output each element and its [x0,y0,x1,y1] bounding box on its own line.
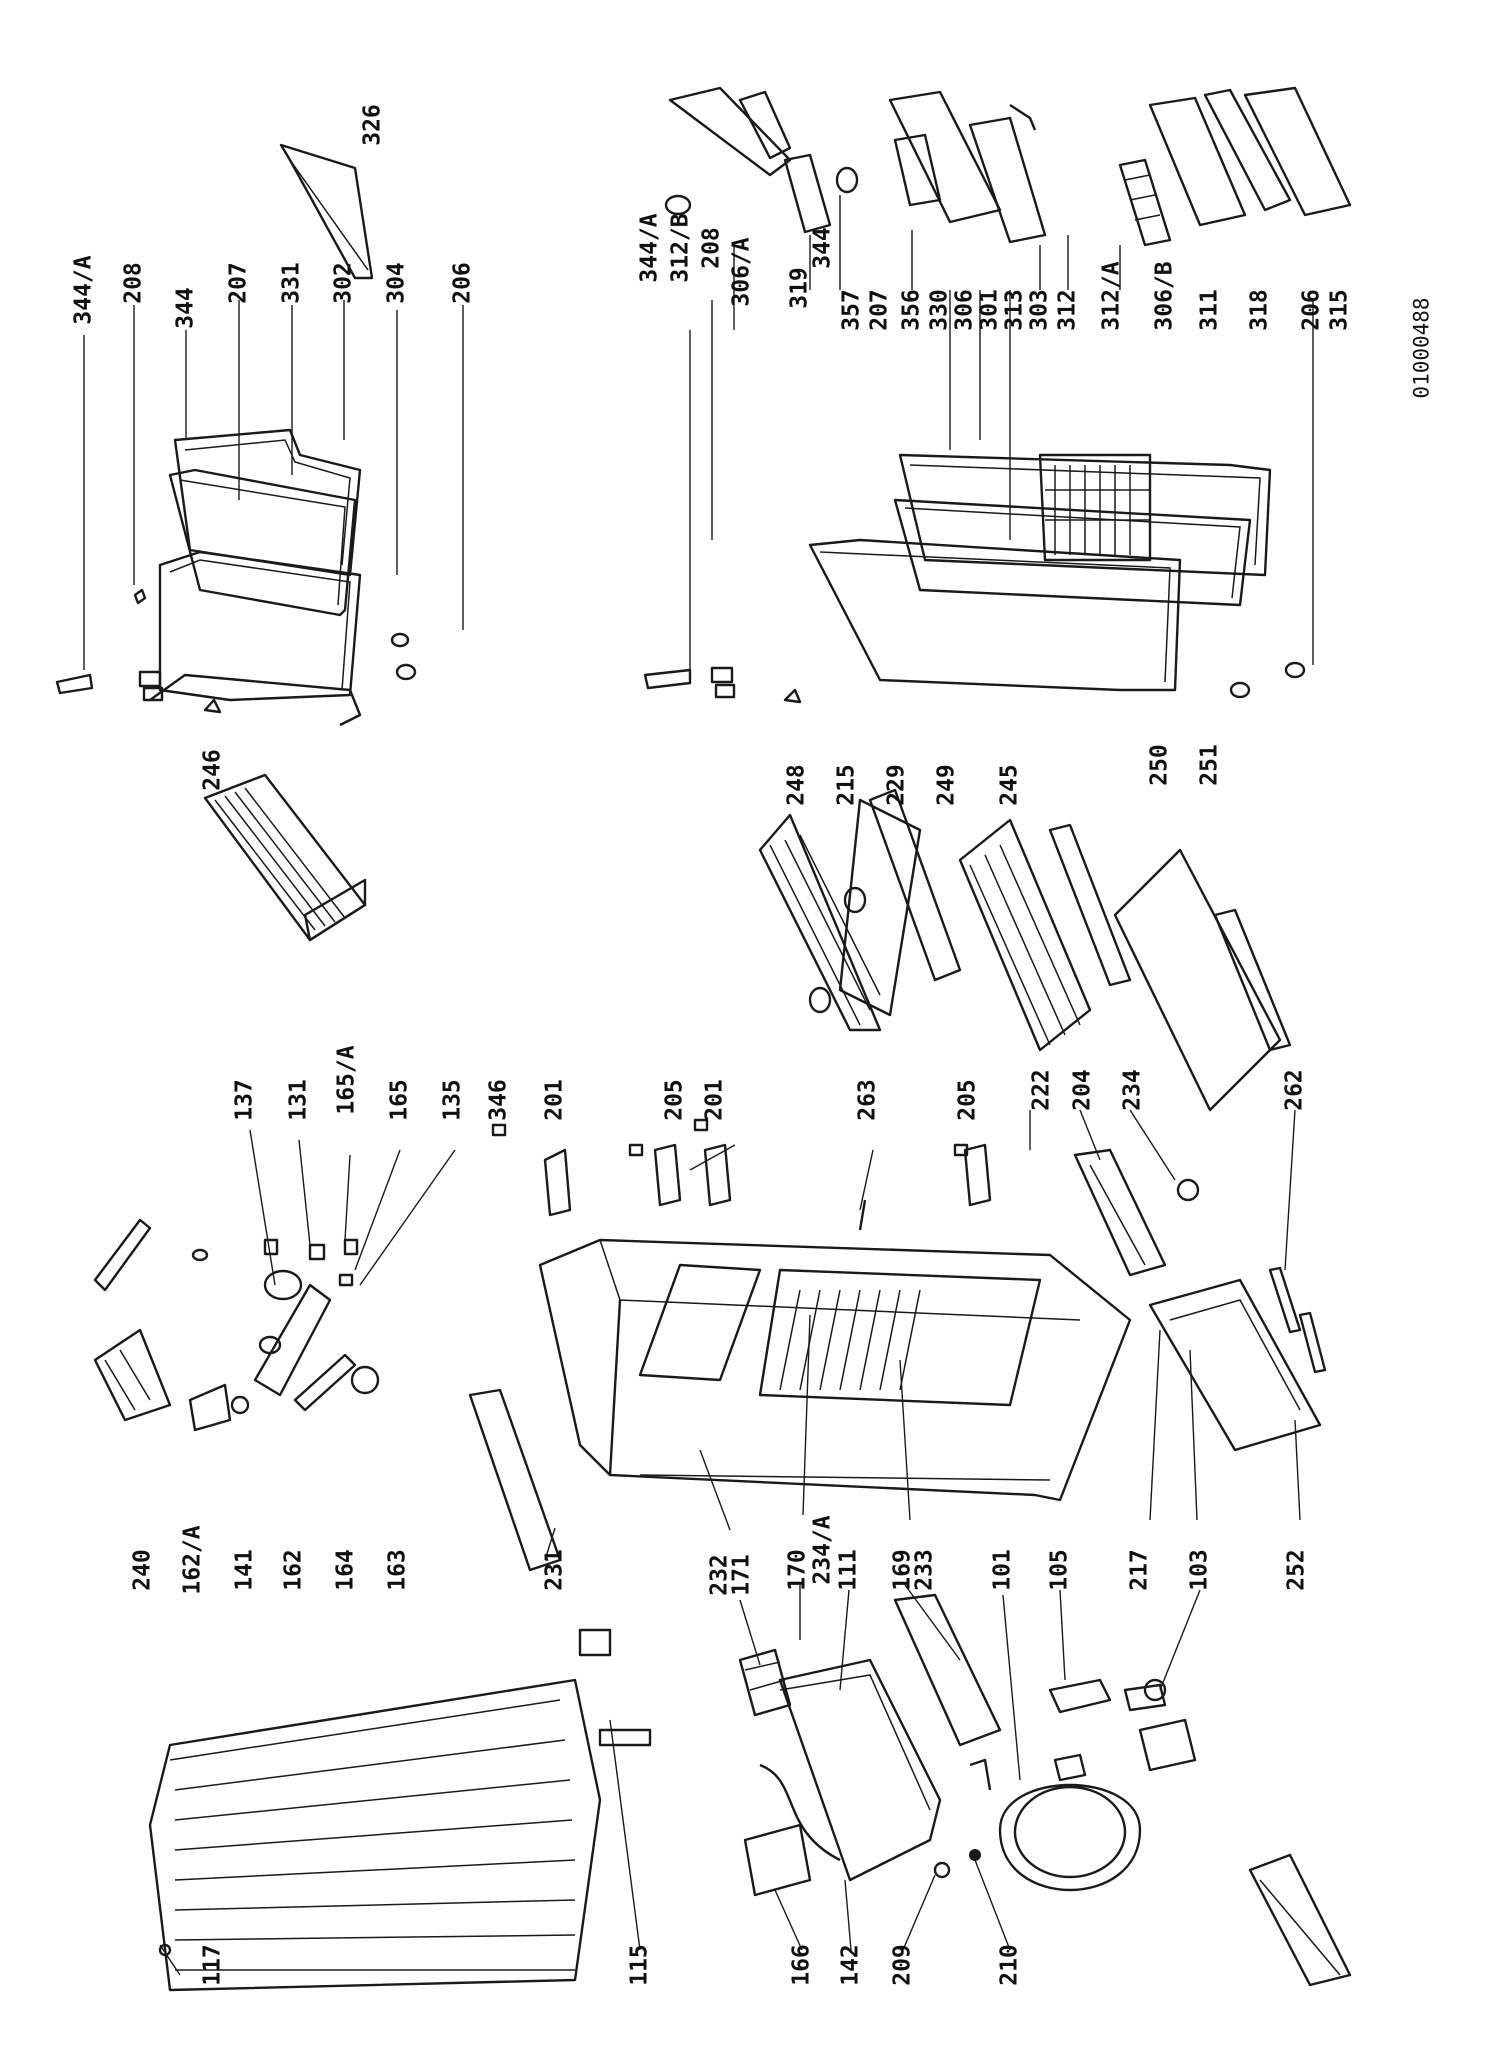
label-165: 165 [386,1079,413,1121]
label-208-right: 208 [698,227,725,269]
label-331: 331 [278,262,305,304]
label-344-right: 344 [809,227,836,269]
label-162: 162 [280,1549,307,1591]
label-162a: 162/A [179,1525,206,1595]
label-262: 262 [1281,1069,1308,1111]
label-137: 137 [231,1079,258,1121]
label-245: 245 [996,764,1023,806]
fridge-door-assembly [808,453,1272,692]
label-117: 117 [199,1944,226,1986]
label-222: 222 [1028,1069,1055,1111]
label-344-top: 344 [172,287,199,329]
label-205-a: 205 [661,1079,688,1121]
label-229: 229 [883,764,910,806]
label-233: 233 [911,1549,938,1591]
label-206-right: 206 [1298,289,1325,331]
thermostat-and-light-parts [93,1218,380,1432]
label-263: 263 [854,1079,881,1121]
wire-shelves-and-glass [758,788,1292,1112]
label-240: 240 [129,1549,156,1591]
label-326: 326 [359,104,386,146]
label-105: 105 [1046,1549,1073,1591]
label-210: 210 [996,1944,1023,1986]
label-248: 248 [783,764,810,806]
label-246: 246 [199,749,226,791]
label-304: 304 [383,262,410,304]
label-315: 315 [1326,289,1353,331]
label-201-a: 201 [541,1079,568,1121]
label-312b: 312/B [667,213,694,283]
label-306a: 306/A [728,237,755,307]
label-312: 312 [1054,289,1081,331]
label-234: 234 [1119,1069,1146,1111]
label-250: 250 [1146,744,1173,786]
label-330: 330 [926,289,953,331]
label-163: 163 [384,1549,411,1591]
label-312a: 312/A [1098,261,1125,331]
label-313: 313 [1001,289,1028,331]
label-251: 251 [1196,744,1223,786]
label-201-b: 201 [701,1079,728,1121]
label-171: 171 [728,1554,755,1596]
label-165a: 165/A [333,1045,360,1115]
label-356: 356 [898,289,925,331]
label-103: 103 [1186,1549,1213,1591]
label-141: 141 [231,1549,258,1591]
label-164: 164 [332,1549,359,1591]
label-209: 209 [889,1944,916,1986]
refrigerator-cabinet [468,1238,1132,1572]
label-306b: 306/B [1151,261,1178,331]
fridge-door-shelves [643,86,1352,704]
condenser-coil [148,1628,652,1992]
label-217: 217 [1126,1549,1153,1591]
label-357: 357 [838,289,865,331]
label-252: 252 [1283,1549,1310,1591]
label-318: 318 [1246,289,1273,331]
leader-lines [83,195,1314,1976]
label-303: 303 [1026,289,1053,331]
cabinet-hinges-and-fittings [491,1118,1327,1374]
label-311: 311 [1196,289,1223,331]
label-302: 302 [330,262,357,304]
door-hinge-small-parts-top [55,143,417,714]
document-number: 01000488 [1409,297,1434,399]
label-205-b: 205 [954,1079,981,1121]
label-344a-top: 344/A [70,255,97,325]
ice-cube-drawer-top [203,773,367,942]
crisper-drawer [1148,1278,1322,1452]
label-249: 249 [933,764,960,806]
label-207-right: 207 [866,289,893,331]
label-207-top: 207 [225,262,252,304]
label-115: 115 [626,1944,653,1986]
label-215: 215 [833,764,860,806]
label-142: 142 [837,1944,864,1986]
label-204: 204 [1069,1069,1096,1111]
label-319: 319 [786,267,813,309]
label-170: 170 [784,1549,811,1591]
label-135: 135 [439,1079,466,1121]
label-346: 346 [485,1079,512,1121]
label-111: 111 [835,1549,862,1591]
compressor-assembly [738,1593,1352,1987]
label-231: 231 [541,1549,568,1591]
label-301: 301 [976,289,1003,331]
label-206-top: 206 [449,262,476,304]
label-101: 101 [989,1549,1016,1591]
label-306: 306 [951,289,978,331]
label-344a-right: 344/A [636,213,663,283]
label-208-top: 208 [120,262,147,304]
label-234a: 234/A [809,1515,836,1585]
label-166: 166 [788,1944,815,1986]
label-131: 131 [285,1079,312,1121]
freezer-door-assembly [149,428,362,727]
